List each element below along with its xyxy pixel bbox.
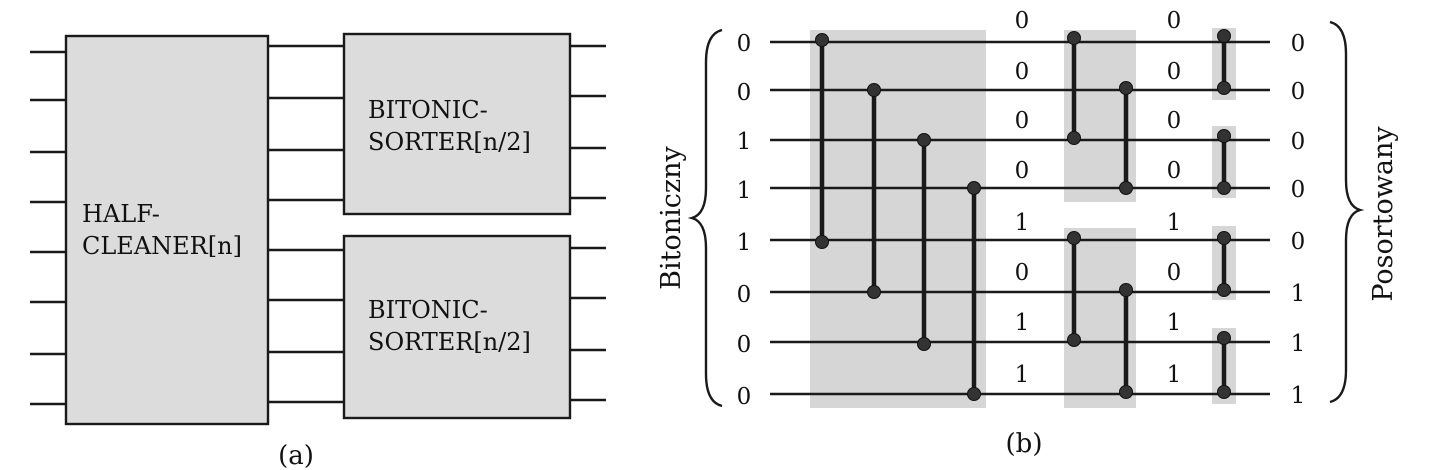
comparator-node — [1067, 333, 1081, 347]
stage1-value: 1 — [1015, 310, 1030, 336]
stage2-value: 0 — [1167, 158, 1182, 184]
half-cleaner-input-wires — [30, 50, 66, 406]
stage1-value: 1 — [1015, 362, 1030, 388]
comparator-node — [867, 83, 881, 97]
comparator-node — [1119, 385, 1133, 399]
bitonic-sorter-bottom-box — [342, 234, 572, 420]
network-wires — [770, 40, 1270, 396]
comparator-node — [917, 133, 931, 147]
output-value: 0 — [1291, 129, 1306, 155]
input-values: 0 0 1 1 1 0 0 0 — [737, 31, 752, 410]
comparator-node — [1217, 81, 1231, 95]
half-cleaner-label-line1: HALF- — [82, 200, 160, 228]
comparator-node — [1217, 331, 1231, 345]
sorter-output-wires — [570, 44, 606, 402]
stage3-comparators — [1217, 29, 1231, 399]
stage1-value: 0 — [1015, 158, 1030, 184]
input-value: 0 — [737, 80, 752, 106]
stage1-value: 0 — [1015, 260, 1030, 286]
comparator-node — [1067, 231, 1081, 245]
half-cleaner-label-line2: CLEANER[n] — [82, 232, 242, 260]
input-label-bitonic: Bitoniczny — [656, 145, 687, 289]
input-value: 1 — [737, 230, 752, 256]
stage2-value: 1 — [1167, 362, 1182, 388]
comparator-node — [967, 387, 981, 401]
stage2-value: 1 — [1167, 310, 1182, 336]
bitonic-sorter-top-box — [342, 32, 572, 216]
output-value: 1 — [1291, 383, 1306, 409]
stage2-value: 0 — [1167, 59, 1182, 85]
left-brace — [687, 28, 723, 408]
stage2-comparators — [1067, 31, 1133, 399]
stage2-value: 0 — [1167, 108, 1182, 134]
stage1-value: 1 — [1015, 210, 1030, 236]
stage1-value: 0 — [1015, 108, 1030, 134]
comparator-node — [967, 181, 981, 195]
comparator-node — [1217, 385, 1231, 399]
bitonic-sorter-top-label-line2: SORTER[n/2] — [368, 128, 531, 156]
comparator-node — [867, 285, 881, 299]
output-value: 1 — [1291, 281, 1306, 307]
comparator-node — [1067, 31, 1081, 45]
stage2-value: 1 — [1167, 210, 1182, 236]
input-value: 0 — [737, 332, 752, 358]
input-value: 1 — [737, 129, 752, 155]
comparator-node — [1119, 181, 1133, 195]
bitonic-sorter-top-label-line1: BITONIC- — [368, 96, 488, 124]
input-value: 0 — [737, 384, 752, 410]
comparator-node — [1217, 129, 1231, 143]
stage1-values: 0 0 0 0 1 0 1 1 — [1015, 8, 1030, 388]
stage1-value: 0 — [1015, 8, 1030, 34]
panel-a: HALF- CLEANER[n] BITONIC- SORTER[n/2] BI… — [30, 32, 606, 470]
stage2-value: 0 — [1167, 260, 1182, 286]
connecting-wires — [268, 44, 344, 404]
comparator-node — [1217, 231, 1231, 245]
comparator-node — [917, 337, 931, 351]
input-value: 0 — [737, 282, 752, 308]
bitonic-sorter-bottom-label-line2: SORTER[n/2] — [368, 328, 531, 356]
comparator-node — [1119, 81, 1133, 95]
half-cleaner-box — [64, 34, 270, 426]
output-value: 1 — [1291, 331, 1306, 357]
comparator-node — [1217, 181, 1231, 195]
output-label-sorted: Posortowany — [1368, 126, 1399, 302]
comparator-node — [1067, 131, 1081, 145]
output-values: 0 0 0 0 0 1 1 1 — [1291, 31, 1306, 409]
right-brace — [1329, 20, 1365, 404]
comparator-node — [815, 33, 829, 47]
input-value: 0 — [737, 31, 752, 57]
caption-b: (b) — [1006, 429, 1043, 459]
output-value: 0 — [1291, 79, 1306, 105]
caption-a: (a) — [278, 441, 314, 470]
comparator-node — [1217, 283, 1231, 297]
stage2-values: 0 0 0 0 1 0 1 1 — [1167, 8, 1182, 388]
comparator-node — [1217, 29, 1231, 43]
output-value: 0 — [1291, 229, 1306, 255]
bitonic-sorter-bottom-label-line1: BITONIC- — [368, 296, 488, 324]
comparator-node — [1119, 283, 1133, 297]
output-value: 0 — [1291, 31, 1306, 57]
panel-b: 0 0 1 1 1 0 0 0 0 0 0 0 1 0 1 1 0 0 0 0 … — [656, 8, 1399, 459]
stage1-value: 0 — [1015, 59, 1030, 85]
output-value: 0 — [1291, 177, 1306, 203]
stage1-shade — [810, 30, 986, 408]
stage1-comparators — [815, 33, 981, 401]
comparator-node — [815, 235, 829, 249]
input-value: 1 — [737, 178, 752, 204]
stage2-value: 0 — [1167, 8, 1182, 34]
